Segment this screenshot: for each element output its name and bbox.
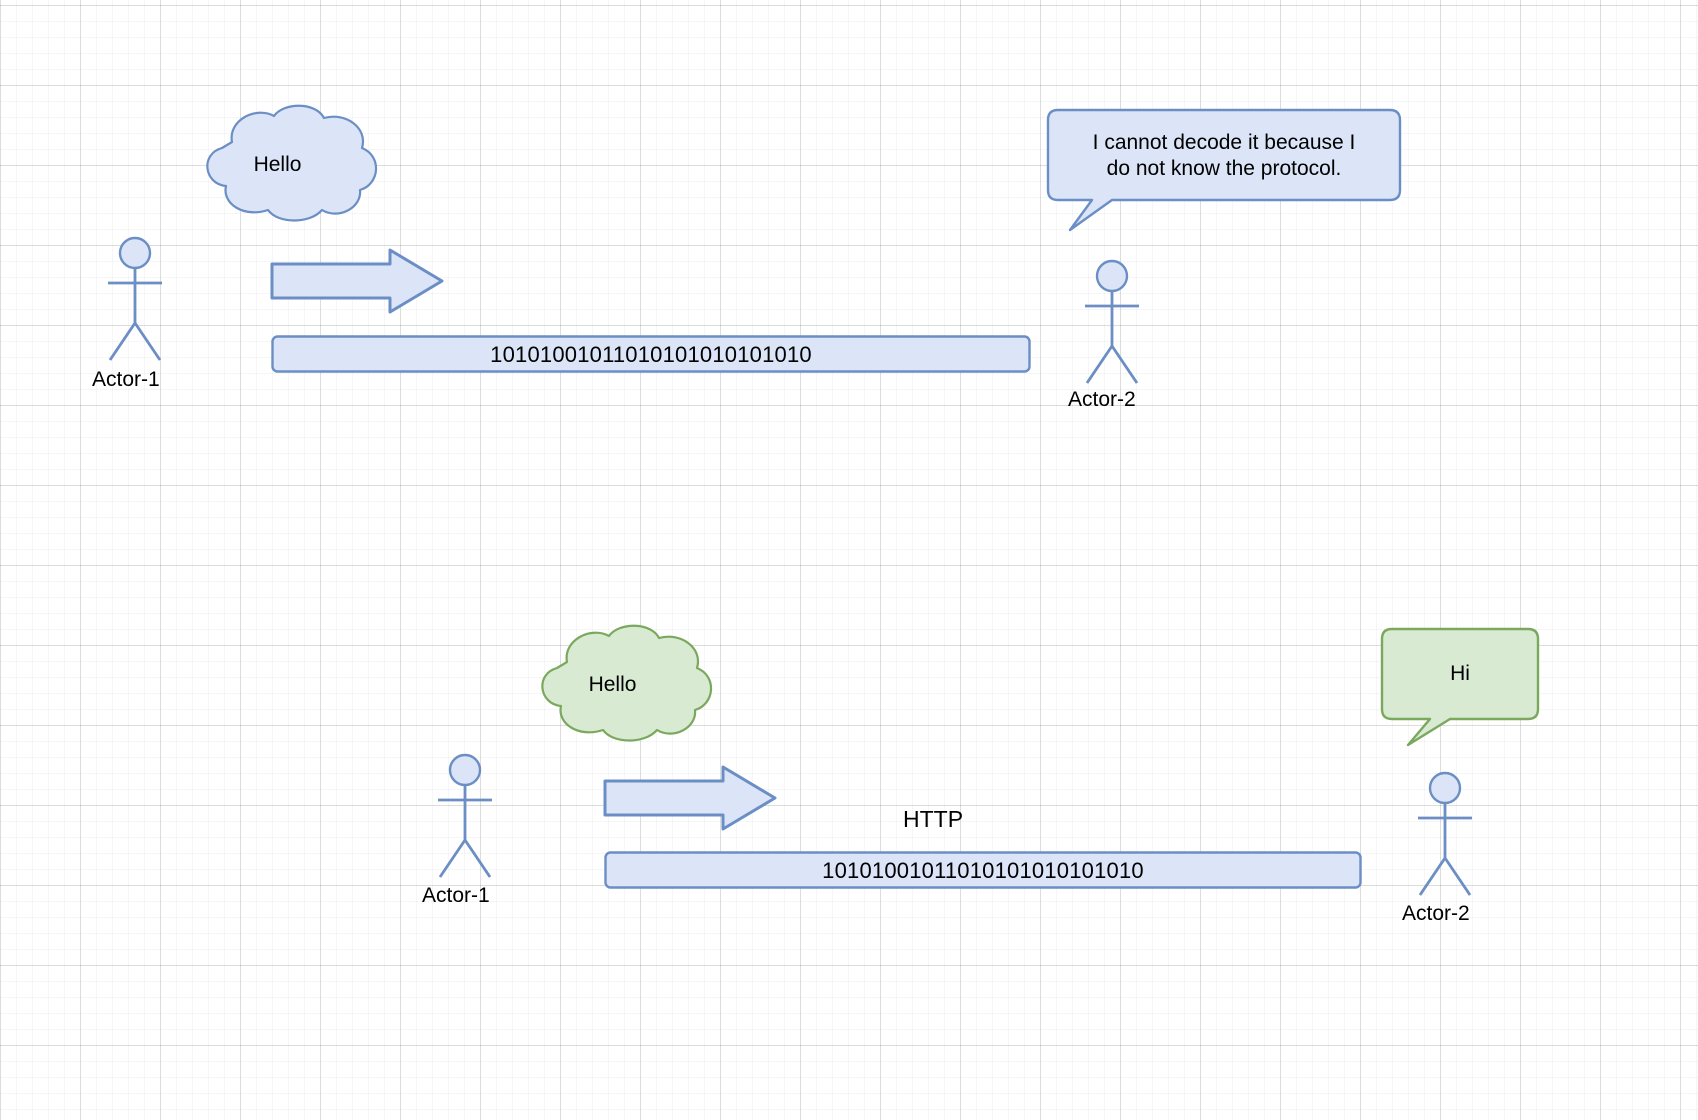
actor-figure-bottom-sender[interactable] bbox=[425, 752, 515, 882]
actor-figure-top-sender[interactable] bbox=[95, 235, 185, 365]
actor-figure-bottom-receiver[interactable] bbox=[1405, 770, 1495, 900]
actor-figure-top-receiver[interactable] bbox=[1072, 258, 1162, 388]
actor-label-bottom-receiver: Actor-2 bbox=[1402, 902, 1470, 925]
actor-label-top-sender: Actor-1 bbox=[92, 368, 160, 391]
flow-arrow-bottom[interactable] bbox=[603, 765, 778, 831]
payload-bar-bottom[interactable]: 10101001011010101010101010 bbox=[604, 851, 1362, 889]
actor-label-bottom-sender: Actor-1 bbox=[422, 884, 490, 907]
protocol-label-http: HTTP bbox=[903, 806, 964, 832]
flow-arrow-top[interactable] bbox=[270, 248, 445, 314]
speech-bubble-top[interactable]: I cannot decode it because I do not know… bbox=[1046, 108, 1402, 233]
actor-label-top-receiver: Actor-2 bbox=[1068, 388, 1136, 411]
thought-cloud-top[interactable]: Hello bbox=[170, 100, 385, 225]
thought-cloud-bottom[interactable]: Hello bbox=[505, 620, 720, 745]
payload-bar-top[interactable]: 10101001011010101010101010 bbox=[271, 335, 1031, 373]
speech-bubble-bottom[interactable]: Hi bbox=[1380, 627, 1540, 747]
